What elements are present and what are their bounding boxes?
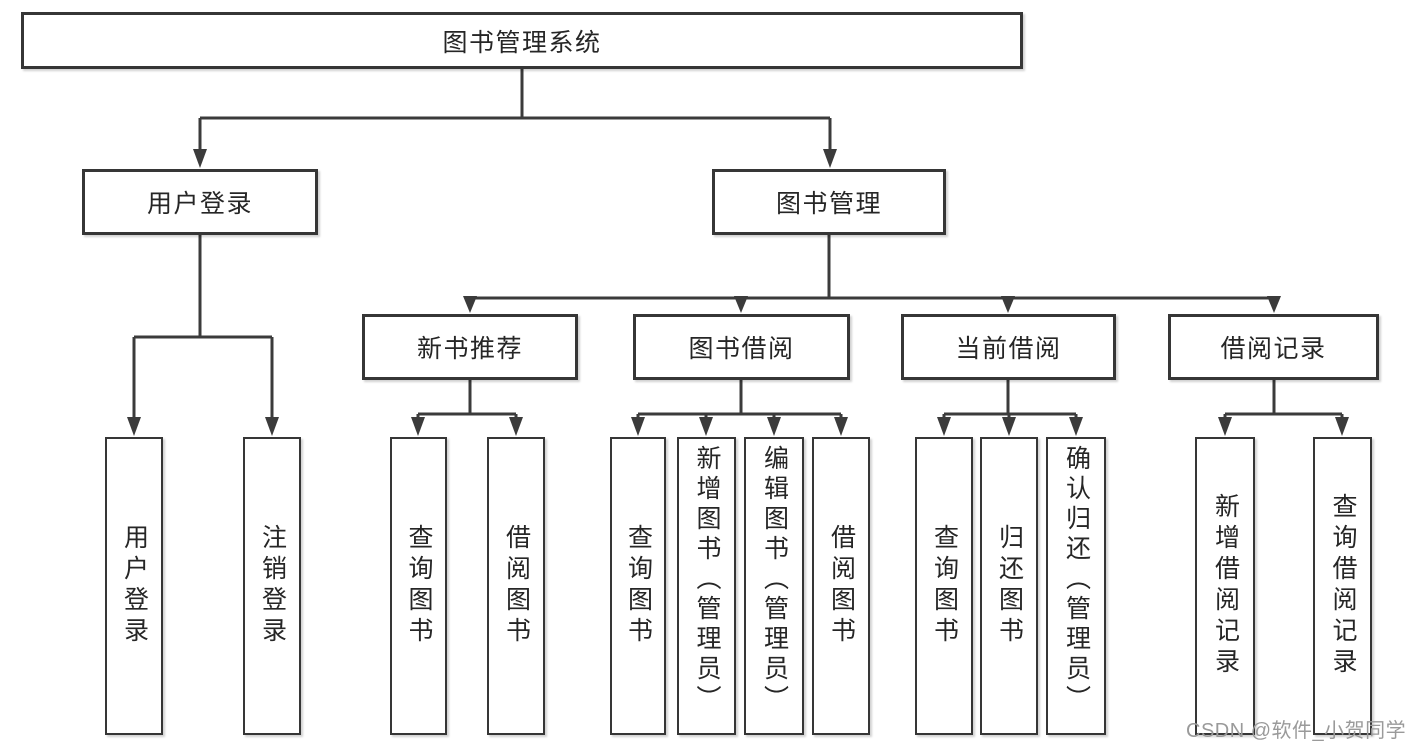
watermark-text: CSDN @软件_小贺同学	[1186, 720, 1405, 742]
node-book-management: 图书管理	[712, 169, 946, 235]
arrowhead	[1002, 417, 1016, 436]
arrowhead	[509, 417, 523, 436]
leaf-label: 确认归还（管理员）	[1062, 445, 1091, 715]
arrowhead	[265, 417, 279, 436]
node-current-borrow: 当前借阅	[901, 314, 1116, 380]
connector-user-login	[132, 235, 274, 420]
arrowhead	[411, 417, 425, 436]
arrowhead	[1335, 417, 1349, 436]
node-label: 借阅记录	[1220, 335, 1327, 363]
leaf-confirm-return-admin: 确认归还（管理员）	[1046, 437, 1106, 735]
node-label: 新书推荐	[416, 335, 523, 363]
node-borrow-records: 借阅记录	[1168, 314, 1379, 380]
leaf-label: 用户登录	[120, 524, 149, 648]
arrowhead	[937, 417, 951, 436]
leaf-borrow-books-newbook: 借阅图书	[487, 437, 545, 735]
node-label: 用户登录	[146, 190, 253, 218]
node-label: 当前借阅	[955, 335, 1062, 363]
leaf-add-borrow-record: 新增借阅记录	[1195, 437, 1255, 735]
arrowhead	[1218, 417, 1232, 436]
arrowhead	[734, 296, 748, 313]
leaf-label: 注销登录	[258, 524, 287, 648]
leaf-user-login: 用户登录	[105, 437, 163, 735]
arrowhead	[767, 417, 781, 436]
node-user-login: 用户登录	[82, 169, 318, 235]
arrowhead	[1267, 296, 1281, 313]
arrowhead	[193, 149, 207, 168]
node-label: 图书管理	[775, 190, 882, 218]
leaf-query-books-borrow: 查询图书	[610, 437, 666, 735]
leaf-label: 查询图书	[405, 524, 433, 648]
arrowhead	[834, 417, 848, 436]
leaf-label: 借阅图书	[502, 524, 531, 648]
arrowhead	[463, 296, 477, 313]
node-new-book-recommend: 新书推荐	[362, 314, 578, 380]
leaf-label: 新增图书（管理员）	[693, 445, 721, 715]
leaf-label: 新增借阅记录	[1211, 493, 1240, 679]
leaf-label: 查询借阅记录	[1329, 493, 1357, 679]
leaf-query-borrow-record: 查询借阅记录	[1313, 437, 1372, 735]
node-library-system: 图书管理系统	[21, 12, 1023, 69]
node-label: 图书借阅	[688, 335, 795, 363]
connector-borrow-records	[1223, 380, 1344, 420]
connector-book-borrow	[636, 380, 843, 420]
leaf-edit-book-admin: 编辑图书（管理员）	[744, 437, 804, 735]
connector-root	[198, 69, 832, 152]
leaf-label: 借阅图书	[827, 524, 856, 648]
arrowhead	[699, 417, 713, 436]
connector-current-borrow	[942, 380, 1078, 420]
arrowhead	[1001, 296, 1015, 313]
arrowhead	[1069, 417, 1083, 436]
leaf-label: 编辑图书（管理员）	[760, 445, 789, 715]
arrowhead	[823, 149, 837, 168]
arrowhead	[127, 417, 141, 436]
leaf-label: 归还图书	[995, 524, 1024, 648]
arrowhead	[631, 417, 645, 436]
node-book-borrow: 图书借阅	[633, 314, 850, 380]
leaf-add-book-admin: 新增图书（管理员）	[677, 437, 736, 735]
leaf-query-books-current: 查询图书	[915, 437, 973, 735]
node-label: 图书管理系统	[442, 28, 602, 57]
leaf-borrow-books-borrow: 借阅图书	[812, 437, 870, 735]
connector-book-management	[468, 235, 1276, 301]
leaf-return-book: 归还图书	[980, 437, 1038, 735]
arrowheads	[127, 149, 1349, 436]
leaf-query-books-newbook: 查询图书	[390, 437, 447, 735]
leaf-label: 查询图书	[624, 524, 653, 648]
connector-new-book	[416, 380, 518, 420]
leaf-logout: 注销登录	[243, 437, 301, 735]
leaf-label: 查询图书	[930, 524, 959, 648]
